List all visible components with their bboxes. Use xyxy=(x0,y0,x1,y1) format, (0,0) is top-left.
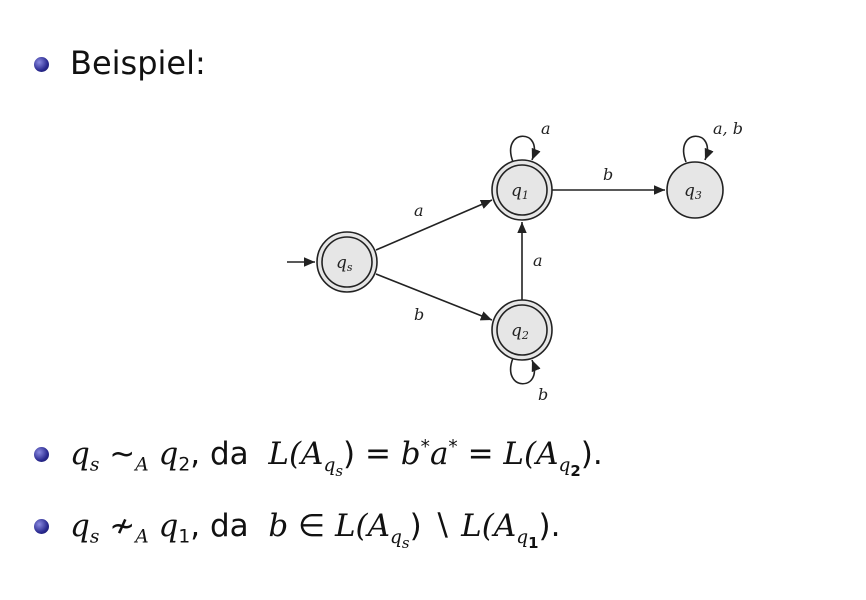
bullet-icon xyxy=(34,519,49,534)
edge-label: b xyxy=(538,385,548,404)
edge-qs-q2 xyxy=(375,273,493,321)
edge-label: a xyxy=(541,119,551,138)
state-label-qs: qs xyxy=(336,253,353,274)
state-q3 xyxy=(666,161,724,219)
statement-2: qs ≁A q1, da b ∈ L(Aqs) ∖ L(Aq1). xyxy=(70,508,561,552)
statement-1: qs ∼A q2, da L(Aqs) = b*a* = L(Aq2). xyxy=(70,436,603,480)
edge-label: a xyxy=(414,201,424,220)
loop-q3 xyxy=(683,135,714,163)
state-q1 xyxy=(491,159,553,221)
edge-label: b xyxy=(603,165,613,184)
state-qs xyxy=(316,231,378,293)
bullet-icon xyxy=(34,447,49,462)
loop-q2 xyxy=(510,357,541,385)
edge-qs-q1 xyxy=(375,199,493,251)
loop-q1 xyxy=(510,135,541,163)
edge-label: b xyxy=(414,305,424,324)
state-q2 xyxy=(491,299,553,361)
bullet-icon xyxy=(34,57,49,72)
heading: Beispiel: xyxy=(70,44,206,82)
state-label-q1: q1 xyxy=(511,181,529,202)
edge-label: a, b xyxy=(713,119,743,138)
edge-label: a xyxy=(533,251,543,270)
state-label-q3: q3 xyxy=(684,181,702,202)
state-label-q2: q2 xyxy=(511,321,529,342)
